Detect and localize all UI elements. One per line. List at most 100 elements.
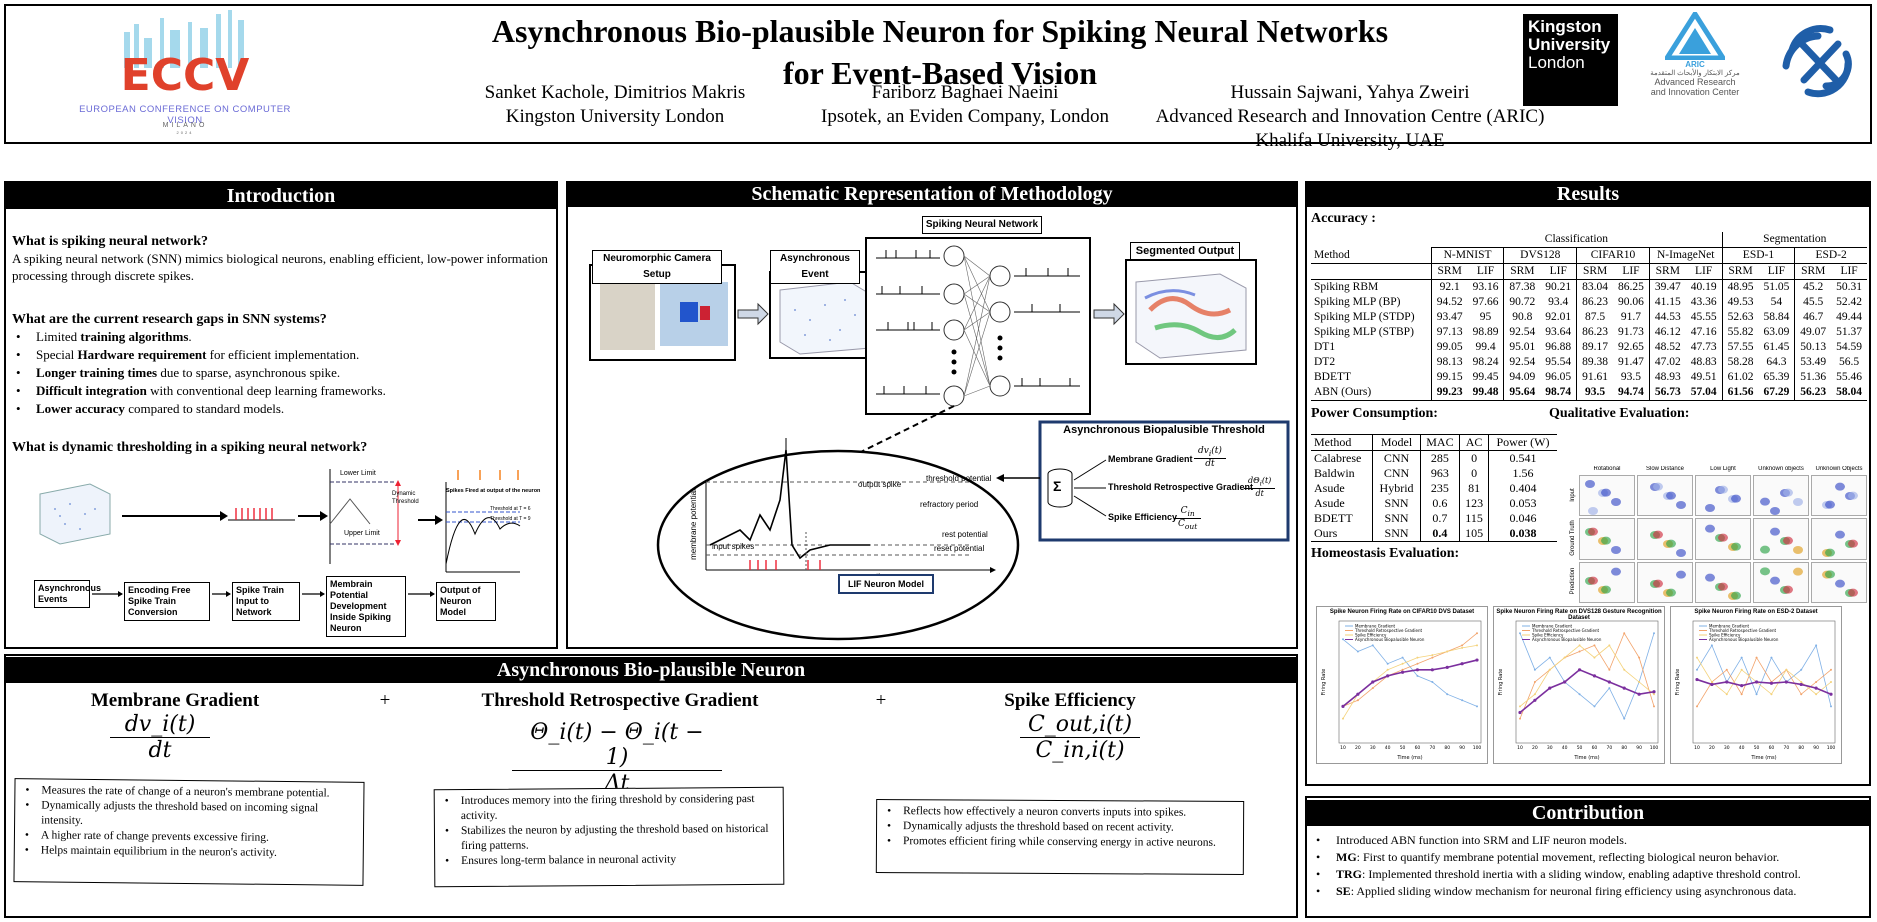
series-point: [1445, 665, 1449, 669]
series-line: [1342, 632, 1478, 707]
series-point: [1784, 680, 1788, 684]
dynamic-threshold-label: Dynamic Threshold: [392, 491, 419, 505]
series-point: [1431, 654, 1434, 657]
series-point: [1593, 705, 1596, 708]
series-point: [1608, 644, 1611, 647]
x-tick-label: 70: [1783, 745, 1789, 751]
aric-line-2: and Innovation Center: [1650, 87, 1740, 97]
series-point: [1356, 692, 1360, 696]
value-cell: 45.2: [1794, 279, 1832, 295]
method-heading: Schematic Representation of Methodology: [566, 181, 1298, 207]
power-cell: SNN: [1372, 496, 1421, 511]
trg-mini-formula: dΘi(t)dt: [1244, 476, 1276, 498]
sub-header: LIF: [1695, 265, 1713, 277]
series-point: [1725, 693, 1728, 696]
method-col-header: Method: [1314, 248, 1350, 261]
input-spikes-label: input spikes: [712, 542, 755, 551]
value-cell: 53.49: [1794, 355, 1832, 370]
gap-item: Difficult integration with conventional …: [12, 382, 554, 400]
value-cell: 99.45: [1472, 371, 1499, 383]
value-cell: 91.47: [1618, 356, 1644, 368]
series-point: [1755, 656, 1758, 659]
series-point: [1415, 668, 1420, 672]
power-col-header: MAC: [1419, 434, 1460, 451]
value-cell: 93.64: [1545, 326, 1572, 338]
series-point: [1548, 686, 1552, 690]
value-cell: 51.05: [1763, 281, 1790, 293]
series-point: [1371, 644, 1374, 647]
flow-step-3: Spike Train Input to Network: [232, 582, 300, 621]
series-point: [1725, 668, 1728, 671]
legend-label: Threshold Retrospective Gradient: [1354, 628, 1423, 633]
gap-item: Longer training times due to sparse, asy…: [12, 364, 554, 382]
list-item: TRG: Implemented threshold inertia with …: [1312, 866, 1868, 883]
list-item: Promotes efficient firing while conservi…: [883, 834, 1237, 851]
series-line: [1519, 633, 1655, 720]
value-cell: 98.74: [1545, 386, 1572, 398]
plus-sign-2: +: [875, 690, 887, 711]
series-point: [1461, 699, 1464, 702]
series-point: [1431, 656, 1434, 659]
value-cell: 58.04: [1836, 386, 1863, 398]
power-cell: 0.038: [1487, 526, 1557, 542]
series-point: [1638, 656, 1641, 659]
value-cell: 98.24: [1472, 356, 1499, 368]
value-cell: 99.23: [1430, 385, 1468, 401]
threshold-potential-label: threshold potential: [926, 474, 992, 483]
value-cell: 95.54: [1545, 356, 1572, 368]
power-cell: SNN: [1372, 511, 1421, 526]
series-point: [1725, 680, 1729, 684]
qual-thumbnail: [1579, 475, 1635, 517]
power-cell: 0.7: [1419, 511, 1460, 526]
plot-axes: [1338, 620, 1482, 744]
list-item: Introduces memory into the firing thresh…: [441, 792, 777, 824]
qual-row-label: Input: [1570, 487, 1576, 502]
qual-row-label: Ground Truth: [1570, 520, 1576, 556]
value-cell: 57.04: [1690, 386, 1717, 398]
qual-col-label: Slow Distance: [1645, 466, 1684, 472]
value-cell: 99.48: [1472, 386, 1499, 398]
value-cell: 46.7: [1794, 310, 1832, 325]
x-tick-label: 100: [1473, 745, 1482, 751]
value-cell: 67.29: [1763, 386, 1790, 398]
method-cell: Spiking MLP (STDP): [1314, 311, 1415, 323]
khalifa-logo: [1778, 20, 1858, 100]
value-cell: 57.55: [1721, 340, 1759, 355]
value-cell: 90.8: [1503, 310, 1541, 325]
mg-mini-formula: dvi(t)dt: [1194, 446, 1226, 469]
flow-step-4: Membrain Potential Development Inside Sp…: [326, 576, 406, 637]
mg-note: Measures the rate of change of a neuron'…: [13, 778, 365, 886]
sub-header: LIF: [1476, 265, 1495, 277]
value-cell: 52.42: [1836, 296, 1863, 308]
series-point: [1356, 699, 1359, 702]
series-point: [1623, 632, 1626, 635]
value-cell: 46.12: [1648, 325, 1686, 340]
series-line: [1519, 668, 1655, 714]
legend-label: Threshold Retrospective Gradient: [1708, 628, 1777, 633]
aric-logo: ARIC مركز الابتكار والأبحاث المتقدمة Adv…: [1640, 12, 1750, 107]
value-cell: 47.02: [1648, 355, 1686, 370]
kingston-line-3: London: [1528, 53, 1585, 72]
qual-thumbnail: [1637, 561, 1693, 603]
qual-thumbnail: [1753, 561, 1809, 603]
value-cell: 47.73: [1690, 341, 1717, 353]
method-diagram: Neuromorphic Camera Setup Asynchronous E…: [570, 210, 1294, 646]
series-point: [1754, 680, 1759, 684]
x-tick-label: 10: [1340, 745, 1346, 751]
value-cell: 58.84: [1763, 311, 1790, 323]
value-cell: 98.89: [1472, 326, 1499, 338]
se-formula-den: C_in,i(t): [1020, 737, 1140, 763]
title-line-2: for Event-Based Vision: [782, 55, 1098, 91]
series-point: [1533, 668, 1536, 671]
x-tick-label: 90: [1636, 745, 1642, 751]
value-cell: 56.73: [1648, 385, 1686, 401]
value-cell: 92.1: [1430, 279, 1468, 295]
